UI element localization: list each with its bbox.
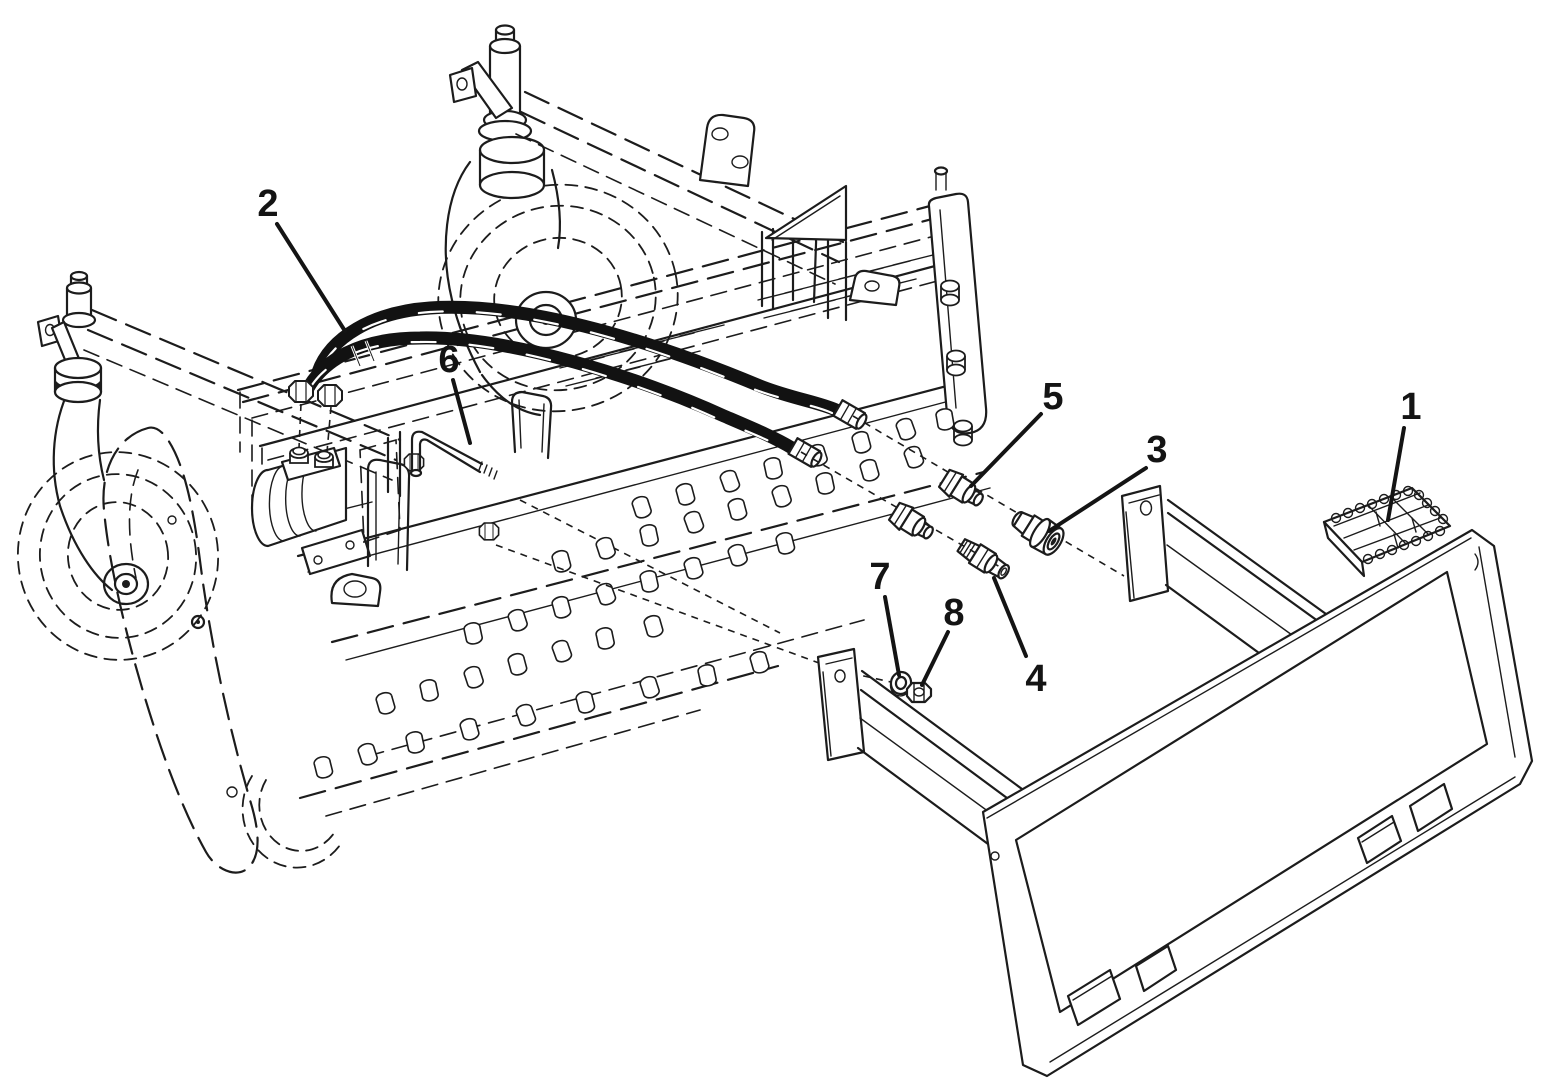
fitting-item5	[937, 468, 984, 507]
callout-1-leader	[1386, 426, 1406, 522]
fitting-item4	[956, 538, 1010, 580]
mount-stud-bolt	[478, 522, 500, 541]
callouts: 1 2 3 4 5 6 7 8	[257, 183, 1421, 700]
callout-4: 4	[992, 576, 1047, 700]
hose-end-fitting-a	[832, 399, 868, 430]
motor-port-a	[289, 446, 309, 464]
callout-5-label: 5	[1042, 376, 1063, 418]
callout-1-label: 1	[1400, 386, 1421, 428]
motor-port-b	[314, 450, 334, 468]
belt-guard-shield	[102, 426, 259, 874]
hose-end-fitting-b	[787, 437, 823, 468]
lower-mount-arm	[816, 647, 1024, 846]
roller-drum-end	[241, 775, 343, 869]
callout-8-leader	[920, 630, 950, 687]
lock-nut-item8	[905, 681, 933, 704]
quick-attach-plate	[981, 528, 1534, 1078]
hose-elbow-nut-b	[317, 384, 343, 407]
adjustment-rod-item6	[409, 430, 498, 480]
hose-elbow-nut-a	[288, 380, 314, 403]
callout-2-leader	[275, 222, 347, 333]
housing-right-end-plate	[927, 166, 988, 447]
callout-6-leader	[451, 378, 472, 445]
callout-7-label: 7	[869, 556, 890, 598]
coupler-item3	[1011, 511, 1065, 556]
callout-3-label: 3	[1146, 429, 1167, 471]
callout-8: 8	[920, 592, 965, 687]
callout-3-leader	[1047, 466, 1148, 533]
callout-6: 6	[438, 339, 472, 445]
fitting-extra	[887, 501, 934, 540]
callout-5-leader	[969, 412, 1043, 488]
callout-8-label: 8	[943, 592, 964, 634]
right-caster-arm	[515, 90, 848, 322]
quick-attach-mount-frame	[816, 484, 1534, 1078]
upper-mount-arm	[1120, 484, 1328, 655]
callout-6-label: 6	[438, 339, 459, 381]
callout-7: 7	[869, 556, 901, 677]
callout-7-leader	[883, 595, 901, 677]
callout-3: 3	[1047, 429, 1168, 533]
callout-2-label: 2	[257, 183, 278, 225]
caster-fork-link	[460, 60, 514, 120]
callout-5: 5	[969, 376, 1064, 488]
hydraulic-hoses-item2	[288, 300, 868, 468]
callout-1: 1	[1386, 386, 1422, 522]
housing-brackets	[330, 113, 901, 608]
callout-4-leader	[992, 576, 1028, 658]
hydraulic-drive-motor	[250, 438, 401, 576]
left-caster-wheel-assembly	[16, 270, 220, 661]
callout-2: 2	[257, 183, 347, 333]
callout-4-label: 4	[1025, 658, 1046, 700]
step-grate-item1	[1322, 485, 1452, 578]
